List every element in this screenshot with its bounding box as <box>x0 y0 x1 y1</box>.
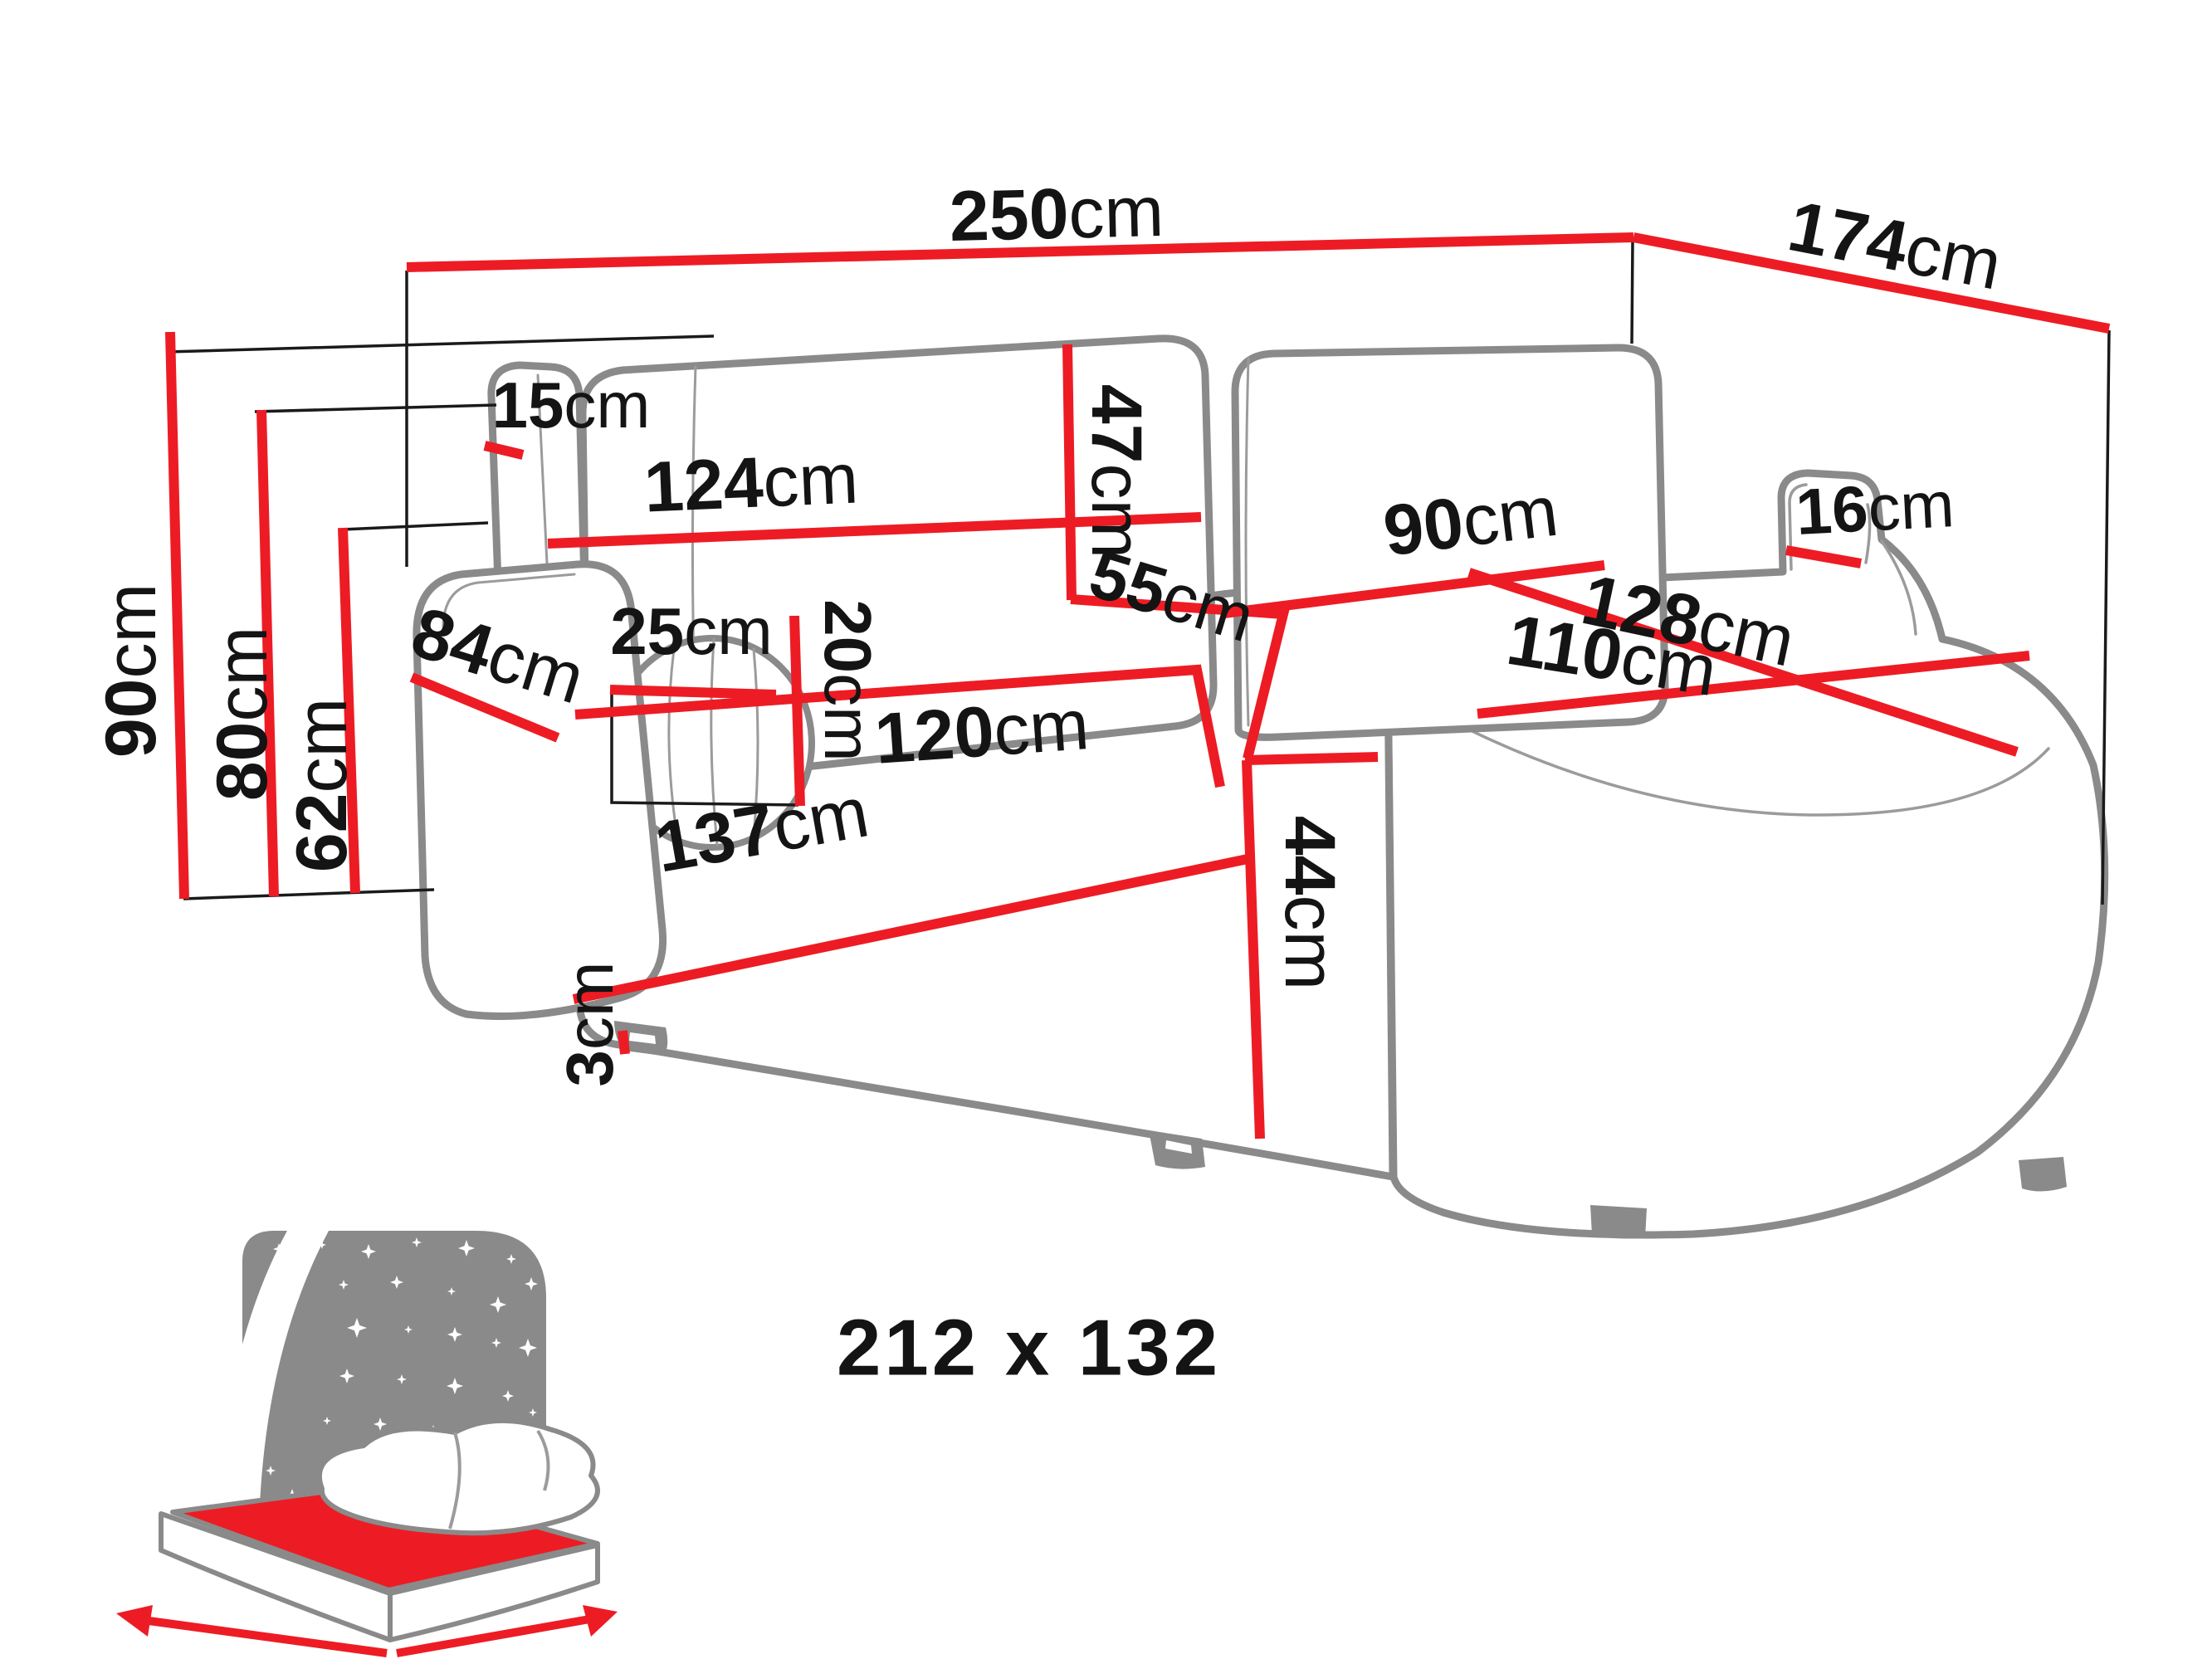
label-3: 3cm <box>553 961 627 1086</box>
dim-line-55 <box>1070 594 1290 760</box>
mattress-front-right <box>388 1543 600 1642</box>
label-250: 250cm <box>949 172 1165 256</box>
label-80: 80cm <box>203 627 282 801</box>
dim-line-20 <box>789 615 805 807</box>
dim-line-80 <box>256 409 279 897</box>
chaise-top-crease <box>1391 687 2050 817</box>
dim-line-174 <box>1632 232 2111 334</box>
sofa-legs <box>614 1021 2067 1239</box>
sofa-bed <box>116 1417 618 1657</box>
sleeping-area-size: 212 x 132 <box>837 1304 1221 1393</box>
dim-line-84 <box>409 672 560 743</box>
dimension-labels: 250cm 174cm 90cm 80cm 62cm 15cm 124cm 47… <box>91 172 2008 1087</box>
label-62: 62cm <box>282 698 362 872</box>
duvet-crease <box>448 1429 550 1530</box>
dim-line-62 <box>338 527 360 894</box>
dim-line-47 <box>1062 344 1077 601</box>
right-arm-inner-crease <box>1788 483 1872 571</box>
backrest-right-crease <box>1244 357 1250 727</box>
mattress-front-left <box>159 1511 393 1642</box>
dim-line-128 <box>1477 651 2030 719</box>
dim-line-137 <box>572 853 1253 1004</box>
sleeping-area-icon: 212 x 132 <box>116 1231 1221 1657</box>
dim-tick-3 <box>618 1030 630 1055</box>
label-124: 124cm <box>642 438 860 527</box>
label-90-right: 90cm <box>1379 471 1562 572</box>
wing-outline <box>487 361 588 587</box>
wing-crease <box>536 373 549 583</box>
right-arm-band-crease <box>1880 539 1917 636</box>
backrest-cushion-right <box>1231 344 1669 741</box>
left-arm-outline <box>413 560 667 1020</box>
label-25: 25cm <box>610 594 773 668</box>
label-16: 16cm <box>1794 467 1956 549</box>
label-44: 44cm <box>1270 816 1350 990</box>
dimension-lines <box>165 232 2111 1139</box>
dim-line-90-right <box>1223 560 1605 618</box>
dim-tick-15 <box>483 441 525 460</box>
moon-crescent <box>216 1231 329 1525</box>
dim-tick-16 <box>1785 545 1863 568</box>
dim-line-44-top <box>1244 752 1379 765</box>
dim-line-90-left <box>165 331 189 900</box>
label-110: 110cm <box>1502 600 1721 711</box>
label-120: 120cm <box>872 685 1091 779</box>
dim-line-25 <box>609 685 777 700</box>
dim-line-250 <box>406 232 1634 272</box>
left-arm-piping <box>442 573 576 634</box>
dim-line-124 <box>547 512 1202 549</box>
extension-lines <box>167 240 2111 905</box>
label-15: 15cm <box>492 368 651 442</box>
label-90-left: 90cm <box>91 583 171 758</box>
size-arrows <box>116 1605 618 1657</box>
label-20: 20cm <box>812 599 886 762</box>
dim-line-120 <box>574 664 1225 788</box>
dim-line-110 <box>1467 568 2019 757</box>
dim-line-44 <box>1242 759 1265 1139</box>
label-47: 47cm <box>1077 384 1156 559</box>
